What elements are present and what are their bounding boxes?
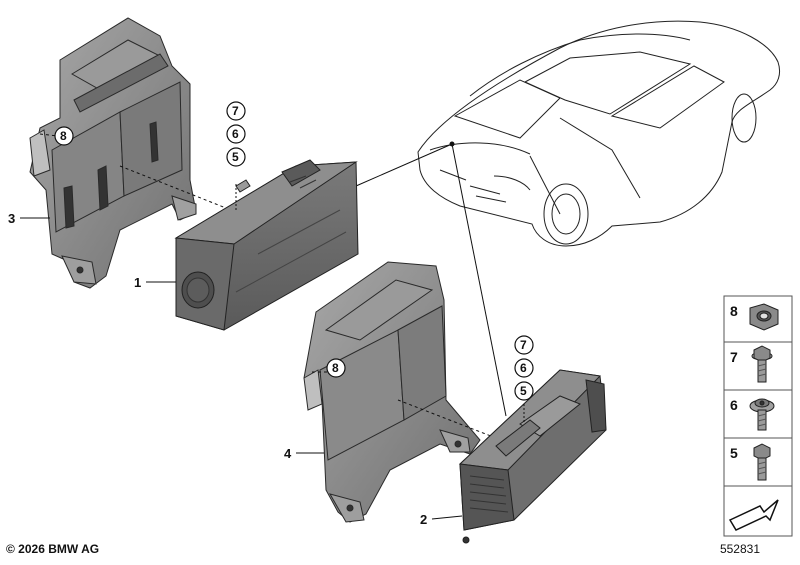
circled-lower-5: 5 (520, 384, 527, 398)
direction-arrow-icon (728, 499, 779, 531)
callout-label-4: 4 (284, 446, 292, 461)
callout-4: 4 (284, 446, 324, 461)
unit-part-2 (458, 369, 607, 544)
circled-group-lower (514, 335, 534, 401)
hex-nut-icon (749, 303, 779, 331)
circled-8-upper-ring (54, 126, 74, 146)
legend-number-6: 6 (730, 397, 738, 413)
callout-1: 1 (134, 275, 176, 290)
diagram-id: 552831 (719, 542, 760, 556)
car-outline (417, 20, 781, 247)
bracket-part-4 (303, 261, 481, 523)
circled-upper-7: 7 (232, 104, 239, 118)
legend-number-5: 5 (730, 445, 738, 461)
callout-label-1: 1 (134, 275, 141, 290)
pointer-dot (449, 141, 455, 147)
pointer-line-upper (355, 143, 453, 187)
bracket-part-3 (29, 17, 197, 289)
circled-8-lower-ring (326, 358, 346, 378)
circled-8-upper: 8 (60, 129, 67, 143)
circled-upper-5: 5 (232, 150, 239, 164)
circled-group-upper (226, 101, 246, 167)
circled-8-lower: 8 (332, 361, 339, 375)
legend-number-8: 8 (730, 303, 738, 319)
callout-label-2: 2 (420, 512, 427, 527)
legend-number-7: 7 (730, 349, 738, 365)
copyright-text: © 2026 BMW AG (6, 542, 100, 556)
callout-2: 2 (420, 512, 463, 527)
circled-lower-6: 6 (520, 361, 527, 375)
pointer-line-lower (451, 143, 507, 417)
dash-line-3 (119, 165, 237, 213)
callout-label-3: 3 (8, 211, 15, 226)
unit-part-1 (174, 159, 359, 331)
hex-bolt-icon (753, 443, 771, 481)
circled-upper-6: 6 (232, 127, 239, 141)
flange-bolt-icon (749, 398, 775, 431)
hex-bolt-washer-icon (751, 345, 773, 383)
circled-lower-7: 7 (520, 338, 527, 352)
callout-3: 3 (8, 211, 50, 226)
